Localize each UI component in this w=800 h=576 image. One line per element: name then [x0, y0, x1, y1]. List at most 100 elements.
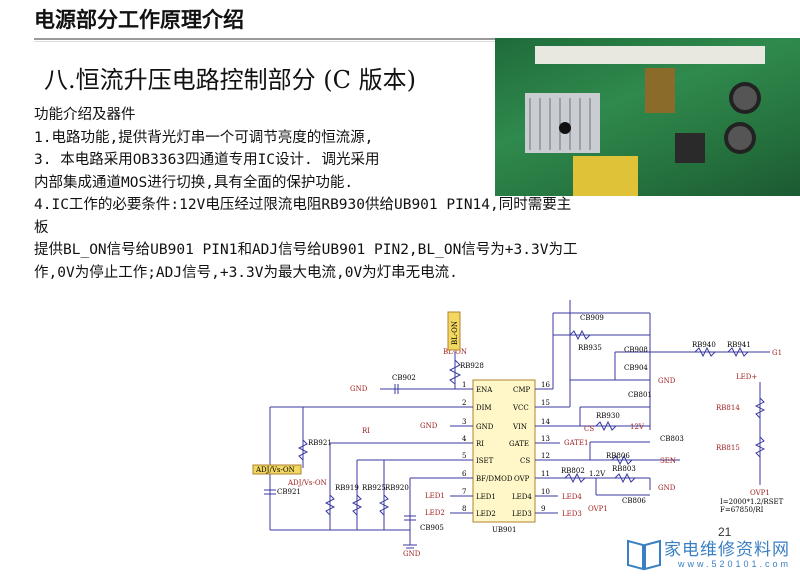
cb902-label: CB902 — [392, 374, 416, 382]
g1-label: G1 — [772, 349, 782, 357]
rb920-label: RB920 — [385, 484, 409, 492]
body-text: 功能介绍及器件 1.电路功能,提供背光灯串一个可调节亮度的恒流源, 3. 本电路… — [34, 104, 577, 284]
led2-label: LED2 — [425, 509, 445, 517]
pcb-photo — [495, 38, 800, 196]
led-plus-label: LED+ — [736, 373, 757, 381]
ic-pin-label: CS — [520, 457, 530, 465]
1.2v-label: 1.2V — [589, 470, 606, 478]
rb815-label: RB815 — [716, 444, 740, 452]
ic-pin-label: LED1 — [476, 493, 496, 501]
pin-number: 1 — [462, 381, 466, 389]
cb801-label: CB801 — [628, 391, 652, 399]
cb803-label: CB803 — [660, 435, 684, 443]
rb921-label: RB921 — [308, 439, 332, 447]
adj-port-label: ADJ/Vs-ON — [255, 466, 295, 474]
cb909-label: CB909 — [580, 314, 604, 322]
ic-pin-label: DIM — [476, 404, 492, 412]
ic-pin-label: OVP — [514, 475, 530, 483]
body-line: 提供BL_ON信号给UB901 PIN1和ADJ信号给UB901 PIN2,BL… — [34, 242, 578, 258]
slide-title: 电源部分工作原理介绍 — [34, 8, 244, 32]
page-number: 21 — [718, 525, 732, 539]
rb806-label: RB806 — [606, 452, 630, 460]
body-line: 3. 本电路采用OB3363四通道专用IC设计. 调光采用 — [34, 152, 380, 168]
ic-pin-label: ISET — [476, 457, 494, 465]
rb941-label: RB941 — [727, 341, 751, 349]
body-line: 板 — [34, 219, 49, 236]
ic-pin-label: VCC — [512, 404, 529, 412]
bl-on-label: BL-ON — [451, 321, 459, 345]
ic-pin-label: CMP — [513, 386, 531, 394]
gnd-label: GND — [350, 385, 368, 393]
cb921-label: CB921 — [277, 488, 301, 496]
ic-pin-label: GND — [476, 423, 494, 431]
pin-number: 16 — [541, 381, 550, 389]
body-line: 功能介绍及器件 — [34, 107, 136, 123]
title-divider — [34, 38, 496, 40]
rb935-label: RB935 — [578, 344, 602, 352]
rb930-label: RB930 — [596, 412, 620, 420]
ic-pin-label: LED3 — [512, 510, 532, 518]
rb802-label: RB802 — [561, 467, 585, 475]
rb940-label: RB940 — [692, 341, 716, 349]
pin-number: 7 — [462, 488, 466, 496]
pin-number: 15 — [541, 399, 550, 407]
body-line: 作,0V为停止工作;ADJ信号,+3.3V为最大电流,0V为灯串无电流. — [34, 264, 458, 281]
rb803-label: RB803 — [612, 465, 636, 473]
led4-label: LED4 — [562, 493, 582, 501]
pin-number: 11 — [541, 470, 550, 478]
cb905-label: CB905 — [420, 524, 444, 532]
body-line: 4.IC工作的必要条件:12V电压经过限流电阻RB930供给UB901 PIN1… — [34, 197, 572, 213]
body-line: 1.电路功能,提供背光灯串一个可调节亮度的恒流源, — [34, 129, 374, 146]
led1-label: LED1 — [425, 492, 445, 500]
sen-label: SEN — [660, 457, 676, 465]
pin-number: 5 — [462, 452, 466, 460]
ri-label: RI — [362, 427, 370, 435]
gnd-label: GND — [658, 484, 676, 492]
cb904-label: CB904 — [624, 364, 648, 372]
ic-pin-label: BF/DMOD — [476, 475, 513, 483]
circuit-schematic: BL-ON BL-ON RB928 CB902 GND GND RB921 RI… — [252, 300, 784, 558]
cs-label: CS — [584, 425, 594, 433]
section-subtitle: 八.恒流升压电路控制部分 (C 版本) — [44, 66, 416, 94]
rb814-label: RB814 — [716, 404, 740, 412]
12v-label: 12V — [630, 423, 645, 431]
pin-number: 6 — [462, 470, 467, 478]
gnd-label: GND — [403, 550, 421, 558]
ic-pin-label: LED2 — [476, 510, 496, 518]
logo-url: www.520101.com — [678, 559, 792, 569]
gnd-label: GND — [420, 422, 438, 430]
pin-number: 9 — [541, 505, 545, 513]
pin-number: 14 — [541, 418, 550, 426]
pin-number: 4 — [462, 435, 467, 443]
ic-pin-label: ENA — [476, 386, 493, 394]
pin-number: 12 — [541, 452, 550, 460]
formula-freq: F=67850/RI — [720, 506, 764, 514]
body-line: 内部集成通道MOS进行切换,具有全面的保护功能. — [34, 174, 354, 191]
adj-label: ADJ/Vs-ON — [287, 479, 327, 487]
rb925-label: RB925 — [362, 484, 386, 492]
pin-number: 3 — [462, 418, 466, 426]
cb908-label: CB908 — [624, 346, 648, 354]
led3-label: LED3 — [562, 510, 582, 518]
ic-pin-label: VIN — [512, 423, 527, 431]
ovp1-label: OVP1 — [588, 505, 608, 513]
logo-text: 家电维修资料网 — [664, 540, 790, 560]
ic-pin-label: LED4 — [512, 493, 532, 501]
cb806-label: CB806 — [622, 497, 646, 505]
rb919-label: RB919 — [335, 484, 359, 492]
bl-on-port-label: BL-ON — [443, 348, 467, 356]
pin-number: 13 — [541, 435, 550, 443]
book-logo-icon — [627, 539, 661, 571]
gate1-label: GATE1 — [564, 439, 589, 447]
watermark-logo: 家电维修资料网 www.520101.com — [626, 535, 800, 576]
ic-name: UB901 — [492, 526, 516, 534]
pin-number: 8 — [462, 505, 466, 513]
formula-iset: I=2000*1.2/RSET — [720, 498, 784, 506]
ic-pin-label: GATE — [509, 440, 529, 448]
rb928-label: RB928 — [460, 362, 484, 370]
ovp1-label: OVP1 — [750, 489, 770, 497]
gnd-label: GND — [658, 377, 676, 385]
pin-number: 10 — [541, 488, 550, 496]
ic-pin-label: RI — [476, 440, 484, 448]
pin-number: 2 — [462, 399, 466, 407]
